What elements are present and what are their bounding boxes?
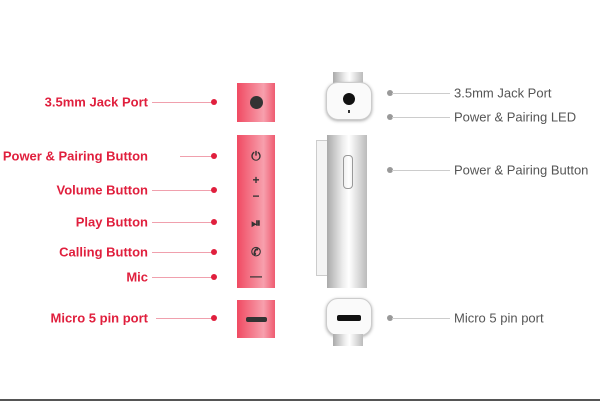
device-bottom-cap — [326, 298, 372, 336]
button-strip-view: ⏻ + − ⏯ ✆ — — [237, 135, 275, 288]
label-micro-port: Micro 5 pin port — [50, 310, 149, 326]
power-button-icon — [343, 155, 353, 189]
label-right-power-button: Power & Pairing Button — [454, 162, 589, 178]
label-right-jack-port: 3.5mm Jack Port — [454, 85, 552, 101]
jack-icon — [250, 96, 263, 109]
device-top-cap — [326, 82, 372, 120]
label-volume-button: Volume Button — [56, 182, 148, 198]
mic-icon: — — [250, 269, 262, 283]
call-icon: ✆ — [250, 245, 262, 259]
label-mic: Mic — [126, 269, 148, 285]
label-jack-port: 3.5mm Jack Port — [44, 94, 148, 110]
label-right-micro-port: Micro 5 pin port — [454, 310, 544, 326]
device-body — [327, 135, 367, 288]
top-clip — [333, 72, 363, 84]
label-calling-button: Calling Button — [59, 244, 148, 260]
led-icon — [348, 110, 350, 113]
label-play-button: Play Button — [75, 214, 148, 230]
label-led: Power & Pairing LED — [454, 109, 577, 125]
usb-port-icon — [246, 317, 267, 322]
power-icon: ⏻ — [251, 149, 261, 163]
micro-port-view — [237, 300, 275, 338]
play-pause-icon: ⏯ — [251, 216, 261, 230]
bottom-clip — [333, 334, 363, 346]
jack-port-view — [237, 83, 275, 122]
plus-icon: + — [252, 173, 260, 187]
minus-icon: − — [252, 189, 260, 203]
bottom-divider — [0, 399, 600, 401]
label-power-button: Power & Pairing Button — [2, 148, 148, 164]
